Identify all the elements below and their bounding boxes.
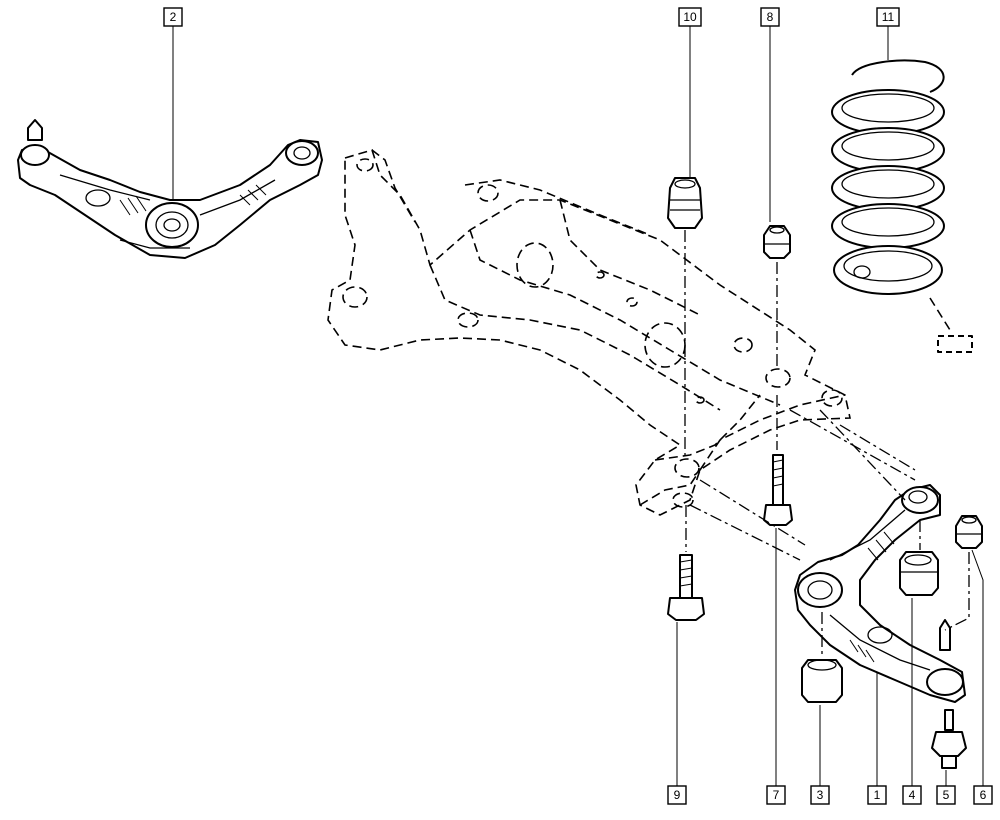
callout-8: 8 bbox=[760, 7, 780, 27]
part-10-bushing bbox=[667, 177, 703, 229]
callout-9: 9 bbox=[667, 785, 687, 805]
callout-6: 6 bbox=[973, 785, 993, 805]
callout-3-label: 3 bbox=[817, 788, 824, 802]
part-8-nut bbox=[763, 225, 791, 259]
callout-4-label: 4 bbox=[909, 788, 916, 802]
callout-7-label: 7 bbox=[773, 788, 780, 802]
callout-6-label: 6 bbox=[980, 788, 987, 802]
callout-10-label: 10 bbox=[683, 10, 697, 24]
lower-arm-assembled bbox=[17, 119, 323, 259]
callout-leaders bbox=[172, 25, 984, 788]
callout-4: 4 bbox=[902, 785, 922, 805]
callout-11-label: 11 bbox=[882, 10, 895, 24]
callout-1: 1 bbox=[867, 785, 887, 805]
part-5-ball-joint bbox=[931, 709, 967, 769]
callout-10: 10 bbox=[678, 7, 702, 27]
spring-seat-marker bbox=[937, 335, 973, 353]
lower-arm-exploded bbox=[794, 484, 966, 703]
callout-2-label: 2 bbox=[170, 10, 177, 24]
callout-9-label: 9 bbox=[674, 788, 681, 802]
part-4-bushing bbox=[899, 551, 939, 596]
callout-2: 2 bbox=[163, 7, 183, 27]
part-6-nut bbox=[955, 515, 983, 549]
subframe bbox=[327, 149, 851, 516]
callout-8-label: 8 bbox=[767, 10, 774, 24]
spring-seat-axis bbox=[929, 297, 951, 331]
callout-5: 5 bbox=[936, 785, 956, 805]
part-7-bolt bbox=[763, 454, 793, 526]
assembly-lines bbox=[689, 409, 916, 561]
callout-5-label: 5 bbox=[943, 788, 950, 802]
part-6-axis bbox=[944, 552, 970, 631]
callout-7: 7 bbox=[766, 785, 786, 805]
coil-spring bbox=[831, 59, 945, 295]
part-9-bolt bbox=[667, 554, 705, 621]
part-3-bushing bbox=[801, 659, 843, 703]
callout-3: 3 bbox=[810, 785, 830, 805]
callout-1-label: 1 bbox=[874, 788, 881, 802]
callout-11: 11 bbox=[876, 7, 900, 27]
